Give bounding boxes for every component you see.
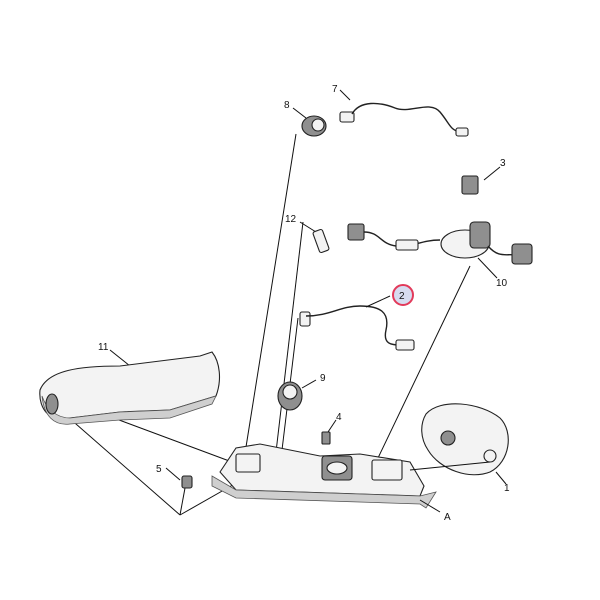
callout-8: 8 — [284, 100, 290, 111]
callout-a: A — [444, 512, 451, 523]
part-10-motor — [440, 221, 533, 279]
callout-2-highlight — [392, 284, 414, 306]
callout-2: 2 — [399, 291, 405, 302]
part-9-grommet — [277, 379, 317, 411]
part-7-harness — [339, 89, 469, 137]
part-3-connector — [461, 166, 501, 195]
callout-9: 9 — [320, 373, 326, 384]
callout-3: 3 — [500, 158, 506, 169]
part-4-screw — [321, 419, 337, 445]
callout-7: 7 — [332, 84, 338, 95]
callout-1: 1 — [504, 483, 510, 494]
callout-4: 4 — [336, 412, 342, 423]
part-12-clip — [299, 221, 441, 254]
callout-10: 10 — [496, 278, 508, 289]
part-2-harness — [299, 295, 415, 351]
callout-11: 11 — [98, 342, 109, 353]
part-11-trim-cover — [39, 349, 221, 425]
base-assembly-a — [211, 443, 441, 513]
part-5-fastener — [165, 467, 193, 489]
callout-5: 5 — [156, 464, 162, 475]
part-1-bezel — [409, 403, 509, 485]
callout-12: 12 — [285, 214, 297, 225]
part-8-grommet — [292, 107, 327, 137]
